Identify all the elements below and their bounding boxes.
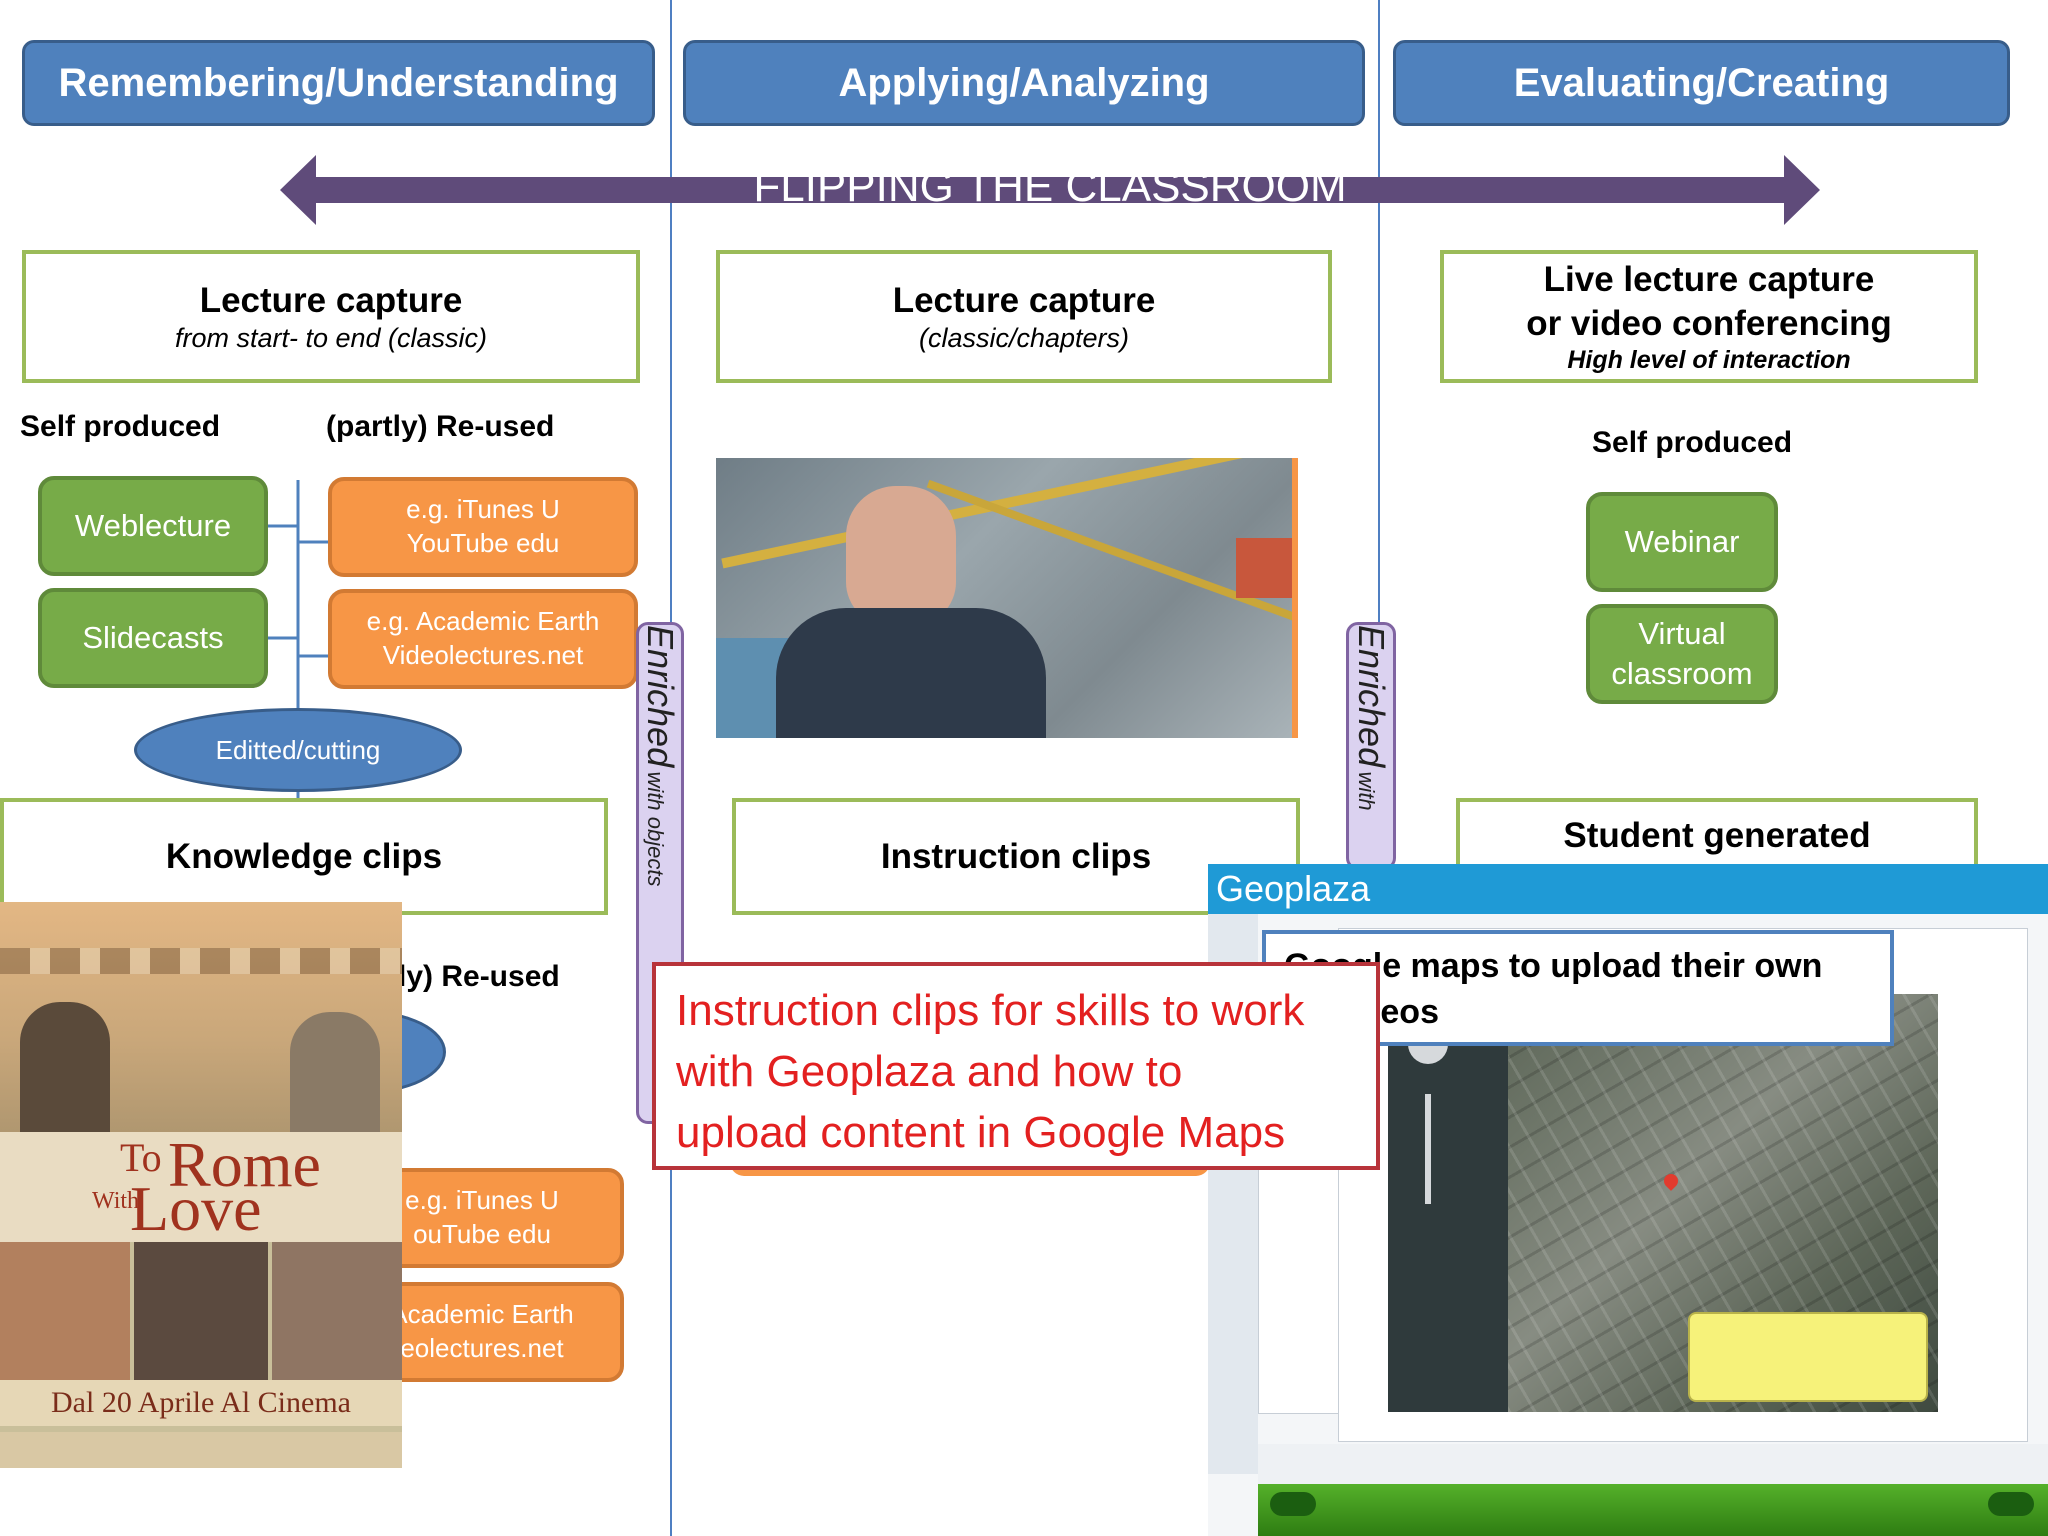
edited-cutting-ellipse: Editted/cutting: [134, 708, 462, 792]
classroom-line: classroom: [1611, 656, 1753, 691]
instruction-clips-box: Instruction clips: [732, 798, 1300, 915]
poster-credits: [0, 1432, 402, 1468]
poster-title-with: With: [92, 1188, 140, 1214]
poster-cast-names: [0, 948, 402, 974]
webinar-box: Webinar: [1586, 492, 1778, 592]
itunes-line: e.g. iTunes U: [406, 494, 560, 525]
movie-poster: To Rome With Love Dal 20 Aprile Al Cinem…: [0, 902, 402, 1468]
lecture-capture-classic-box: Lecture capture from start- to end (clas…: [22, 250, 640, 383]
flipping-arrow-label: FLIPPING THE CLASSROOM: [753, 162, 1347, 211]
geoplaza-footer: [1258, 1444, 2048, 1484]
instruction-clips-title: Instruction clips: [880, 836, 1152, 876]
live-lecture-box: Live lecture capture or video conferenci…: [1440, 250, 1978, 383]
enriched-with-objects: with objects: [643, 771, 668, 887]
weblecture-box: Weblecture: [38, 476, 268, 576]
header-remembering-understanding: Remembering/Understanding: [22, 40, 655, 126]
live-lecture-subtitle: High level of interaction: [1567, 345, 1851, 374]
callout-line3: upload content in Google Maps: [676, 1108, 1286, 1157]
slidecasts-box: Slidecasts: [38, 588, 268, 688]
enriched-label: Enriched: [640, 625, 681, 768]
lecture-video-still: [716, 458, 1298, 738]
poster-photo-3: [272, 1242, 402, 1392]
header-applying-analyzing: Applying/Analyzing: [683, 40, 1365, 126]
flipping-arrow: [280, 155, 1820, 225]
poster-title-to: To: [120, 1135, 162, 1180]
knowledge-clips-box: Knowledge clips: [0, 798, 608, 915]
reused-label-2: ly) Re-used: [398, 960, 560, 993]
geoplaza-title: Geoplaza: [1216, 868, 1371, 909]
callout-line1: Instruction clips for skills to work: [676, 986, 1305, 1035]
videolectures-line: Videolectures.net: [382, 640, 584, 670]
lecture-capture-chapters-box: Lecture capture (classic/chapters): [716, 250, 1332, 383]
map-red-block: [1236, 538, 1292, 598]
poster-photo-1: [0, 1242, 130, 1392]
callout-line2: with Geoplaza and how to: [676, 1047, 1183, 1096]
self-produced-label-col3: Self produced: [1592, 426, 1793, 459]
back-arrow-icon[interactable]: [1270, 1492, 1316, 1516]
itunes-line-2: e.g. iTunes U: [405, 1185, 559, 1216]
youtube-line-2: ouTube edu: [413, 1219, 551, 1249]
youtube-line: YouTube edu: [406, 528, 560, 558]
column-divider-right: [1378, 0, 1380, 880]
poster-title-rome: Rome: [168, 1129, 321, 1200]
videolectures-line-2: eolectures.net: [400, 1333, 564, 1363]
presenter-head: [846, 486, 956, 626]
lecture-capture-subtitle: from start- to end (classic): [174, 322, 488, 353]
enriched-bar-col3: Enriched with: [1346, 622, 1396, 870]
geoplaza-satellite-map: [1388, 994, 1938, 1412]
live-lecture-line2: or video conferencing: [1526, 304, 1892, 343]
poster-date: Dal 20 Aprile Al Cinema: [0, 1380, 402, 1426]
header-evaluating-creating: Evaluating/Creating: [1393, 40, 2010, 126]
virtual-line: Virtual: [1638, 615, 1726, 651]
student-generated-title: Student generated: [1563, 816, 1871, 855]
enriched-label-col3: Enriched: [1351, 625, 1392, 768]
academic-earth-line-2: Academic Earth: [390, 1299, 574, 1330]
academic-earth-line: e.g. Academic Earth: [366, 606, 600, 637]
poster-photo-2: [134, 1242, 268, 1392]
lecture-capture-subtitle-2: (classic/chapters): [918, 322, 1130, 353]
knowledge-clips-title: Knowledge clips: [165, 836, 443, 876]
instruction-callout: Instruction clips for skills to work wit…: [652, 962, 1380, 1170]
virtual-classroom-box: Virtual classroom: [1586, 604, 1778, 704]
reused-label: (partly) Re-used: [326, 410, 555, 443]
enriched-with-col3: with: [1354, 771, 1379, 811]
poster-title-love: Love: [130, 1173, 262, 1244]
lecture-capture-title: Lecture capture: [199, 281, 463, 321]
poster-title-band: To Rome With Love: [0, 1129, 402, 1244]
map-zoom-slider: [1425, 1094, 1431, 1204]
forward-arrow-icon[interactable]: [1988, 1492, 2034, 1516]
map-river: [1388, 994, 1508, 1412]
lecture-capture-title-2: Lecture capture: [892, 281, 1156, 321]
map-info-bubble: [1688, 1312, 1928, 1402]
geoplaza-header-bar: Geoplaza: [1208, 864, 2048, 914]
live-lecture-line1: Live lecture capture: [1543, 260, 1875, 300]
presenter-body: [776, 608, 1046, 738]
self-produced-label: Self produced: [20, 410, 221, 443]
geoplaza-bottom-bar: [1258, 1484, 2048, 1536]
